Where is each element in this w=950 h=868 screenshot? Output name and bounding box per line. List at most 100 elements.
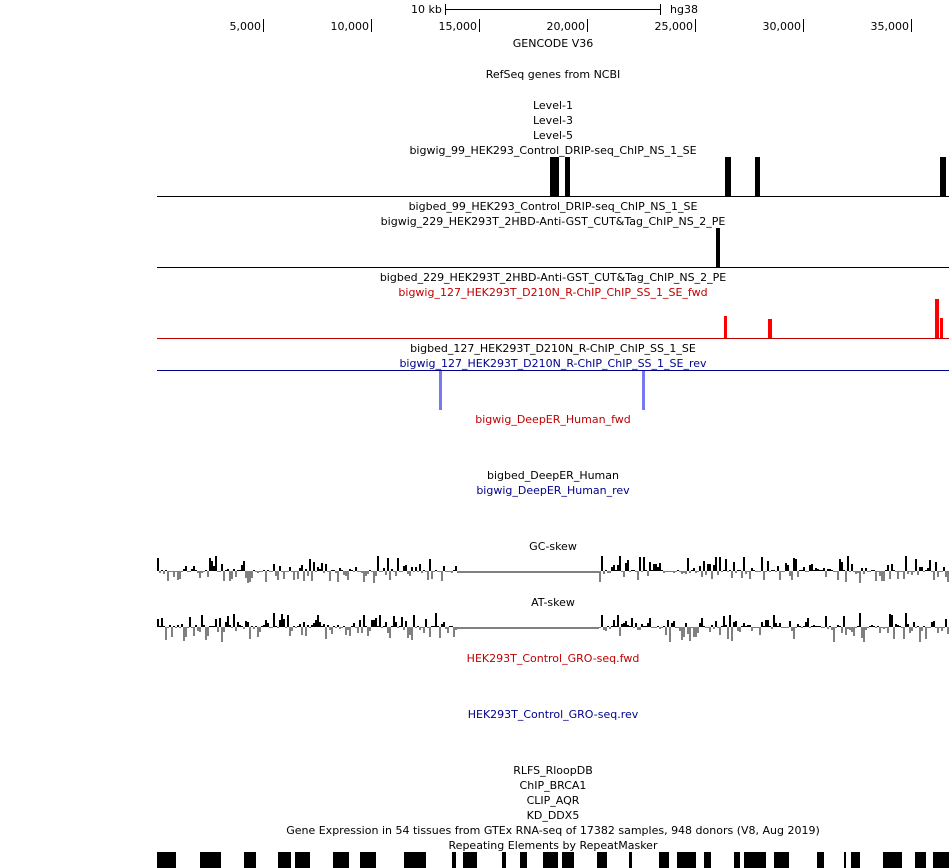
- skew-bar: [221, 627, 223, 642]
- track-label-at-skew[interactable]: AT-skew: [531, 596, 575, 609]
- skew-bar: [283, 619, 285, 627]
- skew-bar: [579, 571, 581, 573]
- skew-bar: [459, 627, 461, 629]
- track-label-level1[interactable]: Level-1: [532, 99, 573, 112]
- skew-bar: [939, 627, 941, 628]
- track-label-bigbed99[interactable]: bigbed_99_HEK293_Control_DRIP-seq_ChIP_N…: [408, 200, 698, 213]
- skew-bar: [275, 571, 277, 576]
- skew-bar: [855, 571, 857, 574]
- track-label-level5[interactable]: Level-5: [532, 129, 573, 142]
- skew-bar: [729, 570, 731, 571]
- skew-bar: [797, 571, 799, 577]
- skew-bar: [607, 571, 609, 573]
- skew-bar: [373, 571, 375, 583]
- track-label-aqr[interactable]: CLIP_AQR: [526, 794, 580, 807]
- skew-bar: [569, 571, 571, 573]
- skew-bar: [395, 571, 397, 576]
- track-label-deeper-rev[interactable]: bigwig_DeepER_Human_rev: [476, 484, 630, 497]
- skew-bar: [543, 627, 545, 629]
- skew-bar: [875, 571, 877, 581]
- track-label-deeper-bed[interactable]: bigbed_DeepER_Human: [486, 469, 619, 482]
- signal-bar: [755, 157, 760, 196]
- track-label-bigwig127-rev[interactable]: bigwig_127_HEK293T_D210N_R-ChIP_ChIP_SS_…: [399, 357, 707, 370]
- skew-bar: [321, 626, 323, 627]
- track-label-repeats[interactable]: Repeating Elements by RepeatMasker: [448, 839, 658, 852]
- track-label-gencode[interactable]: GENCODE V36: [512, 37, 594, 50]
- track-label-ddx5[interactable]: KD_DDX5: [526, 809, 580, 822]
- skew-bar: [603, 571, 605, 574]
- track-label-deeper-fwd[interactable]: bigwig_DeepER_Human_fwd: [475, 413, 631, 426]
- skew-bar: [843, 616, 845, 627]
- skew-bar: [613, 565, 615, 571]
- skew-bar: [393, 616, 395, 627]
- skew-bar: [317, 615, 319, 627]
- skew-bar: [683, 571, 685, 573]
- skew-bar: [479, 627, 481, 629]
- track-label-rlfs[interactable]: RLFS_RloopDB: [513, 764, 593, 777]
- track-label-refseq[interactable]: RefSeq genes from NCBI: [485, 68, 621, 81]
- skew-bar: [939, 571, 941, 572]
- skew-bar: [165, 627, 167, 640]
- skew-bar: [343, 626, 345, 627]
- skew-bar: [453, 627, 455, 637]
- skew-bar: [369, 627, 371, 631]
- skew-bar: [835, 571, 837, 572]
- skew-bar: [911, 571, 913, 575]
- skew-bar: [821, 570, 823, 571]
- skew-bar: [297, 571, 299, 579]
- skew-bar: [317, 567, 319, 571]
- skew-bar: [207, 571, 209, 577]
- skew-bar: [921, 627, 923, 631]
- skew-bar: [903, 571, 905, 579]
- skew-bar: [409, 627, 411, 635]
- skew-bar: [283, 571, 285, 579]
- skew-bar: [925, 570, 927, 571]
- track-label-gc-skew[interactable]: GC-skew: [529, 540, 577, 553]
- skew-bar: [947, 627, 949, 634]
- skew-bar: [913, 571, 915, 572]
- skew-bar: [315, 571, 317, 572]
- skew-bar: [921, 567, 923, 571]
- skew-bar: [423, 570, 425, 571]
- skew-bar: [245, 621, 247, 627]
- skew-bar: [923, 626, 925, 627]
- ruler-tick-label: 10,000: [330, 20, 370, 33]
- skew-bar: [829, 569, 831, 571]
- skew-bar: [435, 570, 437, 571]
- repeat-element: [734, 852, 740, 868]
- skew-bar: [719, 627, 721, 635]
- repeat-element: [915, 852, 926, 868]
- skew-bar: [309, 627, 311, 628]
- track-label-bigbed127[interactable]: bigbed_127_HEK293T_D210N_R-ChIP_ChIP_SS_…: [410, 342, 696, 355]
- skew-bar: [223, 571, 225, 581]
- track-label-bigwig99[interactable]: bigwig_99_HEK293_Control_DRIP-seq_ChIP_N…: [409, 144, 697, 157]
- skew-bar: [751, 627, 753, 631]
- skew-bar: [883, 571, 885, 581]
- skew-bar: [759, 571, 761, 572]
- skew-bar: [907, 571, 909, 574]
- skew-bar: [577, 571, 579, 573]
- skew-bar: [469, 571, 471, 573]
- track-label-gro-rev[interactable]: HEK293T_Control_GRO-seq.rev: [467, 708, 639, 721]
- skew-bar: [473, 571, 475, 573]
- skew-bar: [477, 571, 479, 573]
- skew-bar: [357, 627, 359, 633]
- skew-bar: [595, 627, 597, 629]
- skew-bar: [877, 626, 879, 627]
- skew-bar: [277, 571, 279, 580]
- skew-bar: [693, 627, 695, 637]
- skew-bar: [661, 627, 663, 628]
- skew-bar: [457, 627, 459, 629]
- track-label-bigwig127-fwd[interactable]: bigwig_127_HEK293T_D210N_R-ChIP_ChIP_SS_…: [398, 286, 708, 299]
- skew-bar: [881, 627, 883, 628]
- track-label-gtex[interactable]: Gene Expression in 54 tissues from GTEx …: [286, 824, 820, 837]
- track-label-bigwig229[interactable]: bigwig_229_HEK293T_2HBD-Anti-GST_CUT&Tag…: [380, 215, 726, 228]
- track-label-gro-fwd[interactable]: HEK293T_Control_GRO-seq.fwd: [466, 652, 640, 665]
- skew-bar: [341, 627, 343, 628]
- track-label-brca1[interactable]: ChIP_BRCA1: [519, 779, 587, 792]
- skew-bar: [435, 613, 437, 627]
- track-label-level3[interactable]: Level-3: [532, 114, 573, 127]
- track-label-bigbed229[interactable]: bigbed_229_HEK293T_2HBD-Anti-GST_CUT&Tag…: [379, 271, 727, 284]
- skew-bar: [551, 627, 553, 629]
